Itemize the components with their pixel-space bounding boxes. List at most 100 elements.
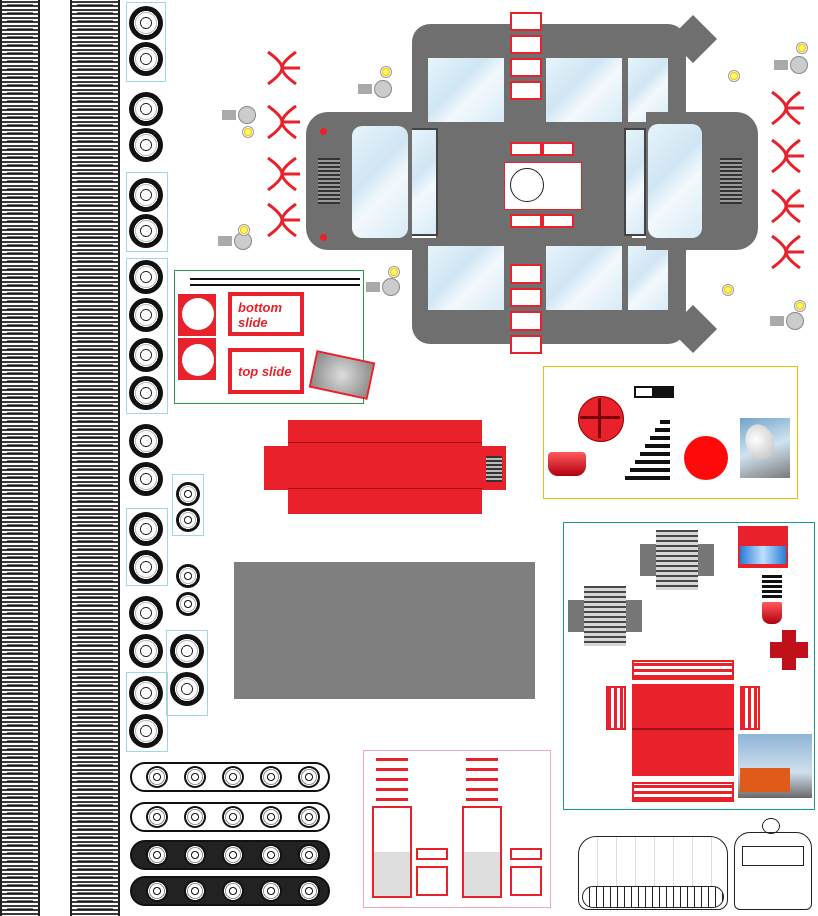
small-wheel-icon (176, 564, 200, 588)
roof-window-front (410, 128, 438, 236)
ladder-rung (510, 12, 542, 31)
ladder-rung (376, 778, 408, 781)
slide-stripe-1 (190, 278, 360, 280)
bottom-slide-panel: bottom slide (228, 292, 304, 336)
front-end-window (352, 126, 408, 238)
radar-disc (578, 396, 624, 442)
hook-icon (267, 104, 300, 140)
track-wheel-icon (184, 766, 206, 788)
light-bulb-icon (238, 224, 250, 236)
track-wheel-icon (222, 844, 244, 866)
ladder-rung (466, 778, 498, 781)
vehicle-front-drawing (734, 832, 812, 910)
front-light-left (320, 128, 327, 135)
wheel-icon (129, 178, 163, 212)
track-wheel-icon (146, 880, 168, 902)
wheel-icon (129, 6, 163, 40)
hook-icon (771, 188, 804, 224)
wheel-icon (129, 512, 163, 546)
step-bar (625, 476, 670, 480)
ladder-rung (466, 788, 498, 791)
track-wheel-icon (298, 806, 320, 828)
wheel-icon (129, 714, 163, 748)
roof-hatch-circle (510, 168, 544, 202)
ladder-frame (462, 806, 502, 898)
stepped-bars (620, 420, 670, 484)
top-slide-panel: top slide (228, 348, 304, 394)
small-red-cone (762, 602, 782, 624)
track-wheel-icon (260, 844, 282, 866)
side-window-bottom-2 (546, 246, 622, 310)
ladder-rung (376, 798, 408, 801)
lamp-part (770, 312, 806, 330)
wheel-icon (129, 298, 163, 332)
step-bar (640, 452, 670, 456)
lamp-part (366, 278, 402, 296)
track-wheel-icon (146, 806, 168, 828)
track-wheel-icon (298, 844, 320, 866)
lamp-part (358, 80, 394, 98)
top-slide-label: top slide (238, 364, 292, 379)
light-bulb-icon (796, 42, 808, 54)
track-wheel-icon (222, 806, 244, 828)
roof-red-panel-2 (542, 142, 574, 156)
track-strip (130, 840, 330, 870)
wheel-icon (129, 338, 163, 372)
track-wheel-icon (260, 806, 282, 828)
wheel-icon (129, 128, 163, 162)
step-bar (650, 436, 670, 440)
track-strip (130, 762, 330, 792)
hook-icon (267, 50, 300, 86)
vehicle-front-drawing-window (742, 846, 804, 866)
tread-strip-left-1 (0, 0, 40, 916)
wheel-icon (129, 462, 163, 496)
reference-photo-subject (740, 768, 790, 792)
wheel-icon (129, 376, 163, 410)
ladder-rung (510, 287, 542, 307)
wheel-icon (129, 42, 163, 76)
light-bulb-icon (388, 266, 400, 278)
track-wheel-icon (146, 844, 168, 866)
tread-strip-left-2 (70, 0, 120, 916)
wheel-icon (170, 634, 204, 668)
vehicle-front-drawing-dish (762, 818, 780, 834)
ladder-rung (510, 311, 542, 331)
step-bar (630, 468, 670, 472)
side-window-bottom-3 (628, 246, 668, 310)
ladder-rung (510, 334, 542, 354)
ladder-top (510, 12, 542, 104)
vehicle-side-drawing-track (582, 886, 724, 908)
slide-parts-box (174, 270, 364, 404)
ladder-rung (510, 264, 542, 284)
wheel-icon (129, 260, 163, 294)
roof-red-panel-1 (510, 142, 542, 156)
track-wheel-icon (260, 766, 282, 788)
rear-grille (720, 158, 742, 204)
red-sign-window (740, 546, 786, 564)
light-bulb-icon (728, 70, 740, 82)
lamp-part (222, 106, 258, 124)
front-grille (318, 158, 340, 204)
small-wheel-icon (176, 592, 200, 616)
cross-part-2-rails (584, 586, 626, 646)
track-wheel-icon (222, 766, 244, 788)
ladder-rung (466, 798, 498, 801)
slide-disc-2 (182, 344, 214, 376)
wheel-icon (129, 214, 163, 248)
side-window-bottom-1 (428, 246, 504, 310)
side-window-top-1 (428, 58, 504, 122)
wheel-icon (129, 676, 163, 710)
light-bulb-icon (794, 300, 806, 312)
wheel-group-5 (126, 672, 168, 752)
small-wheel-icon (176, 482, 200, 506)
wheel-group-2 (126, 172, 168, 252)
step-bar (645, 444, 670, 448)
hook-icon (771, 234, 804, 270)
small-stripes (762, 574, 782, 598)
front-light-right (320, 234, 327, 241)
hook-icon (267, 156, 300, 192)
wheel-icon (129, 550, 163, 584)
wheel-icon (129, 596, 163, 630)
wheel-icon (129, 634, 163, 668)
wheel-icon (129, 424, 163, 458)
